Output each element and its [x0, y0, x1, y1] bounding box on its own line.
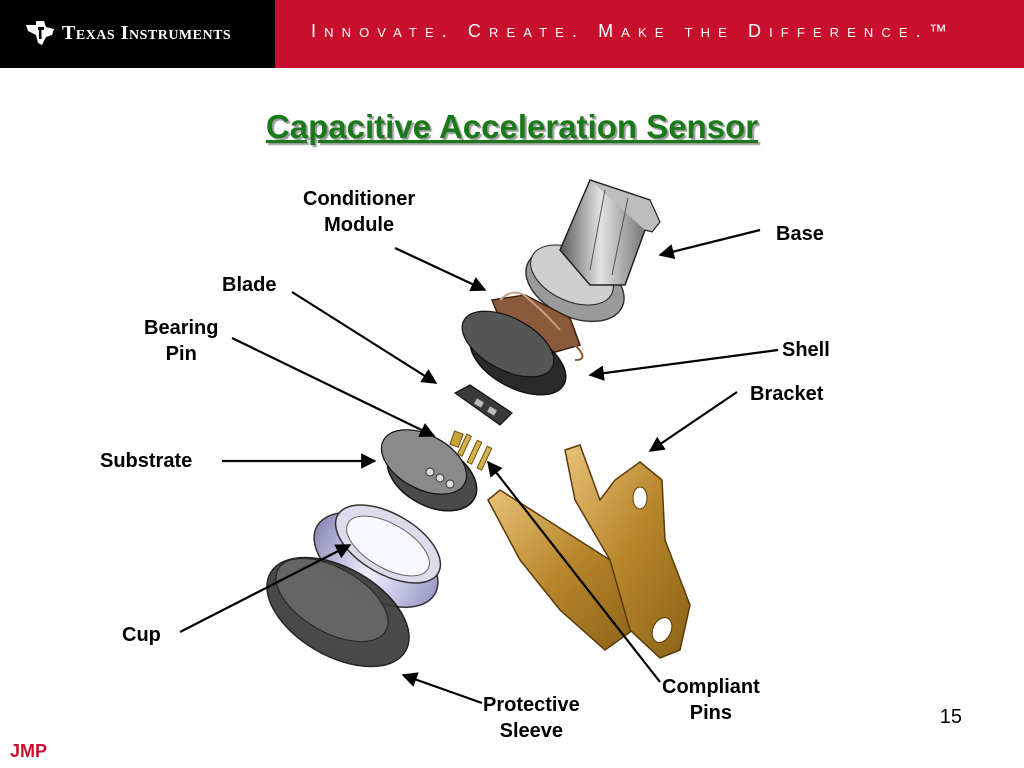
- shell-part: [461, 310, 567, 396]
- label-bracket: Bracket: [750, 383, 824, 405]
- label-shell: Shell: [782, 339, 830, 361]
- company-name: Texas Instruments: [62, 22, 232, 44]
- bracket-part: [487, 444, 691, 659]
- base-part: [525, 179, 661, 323]
- substrate-part: [380, 429, 478, 512]
- label-substrate: Substrate: [100, 450, 193, 472]
- ti-state-logo-icon: [26, 21, 54, 45]
- label-cup: Cup: [122, 624, 161, 646]
- label-base: Base: [776, 223, 824, 245]
- callout-arrows: [179, 228, 779, 705]
- slogan-bar: Innovate. Create. Make the Difference.™: [275, 0, 1024, 68]
- label-blade: Blade: [222, 274, 277, 296]
- page-title: Capacitive Acceleration Sensor: [265, 108, 759, 145]
- blade-part: [453, 384, 513, 426]
- slogan-text: Innovate. Create. Make the Difference.™: [311, 21, 955, 41]
- pins-part: [449, 430, 493, 471]
- ti-logo-bar: Texas Instruments: [0, 0, 275, 68]
- author-initials: JMP: [10, 741, 48, 761]
- page-number: 15: [939, 706, 962, 728]
- protective-sleeve-part: [266, 556, 410, 668]
